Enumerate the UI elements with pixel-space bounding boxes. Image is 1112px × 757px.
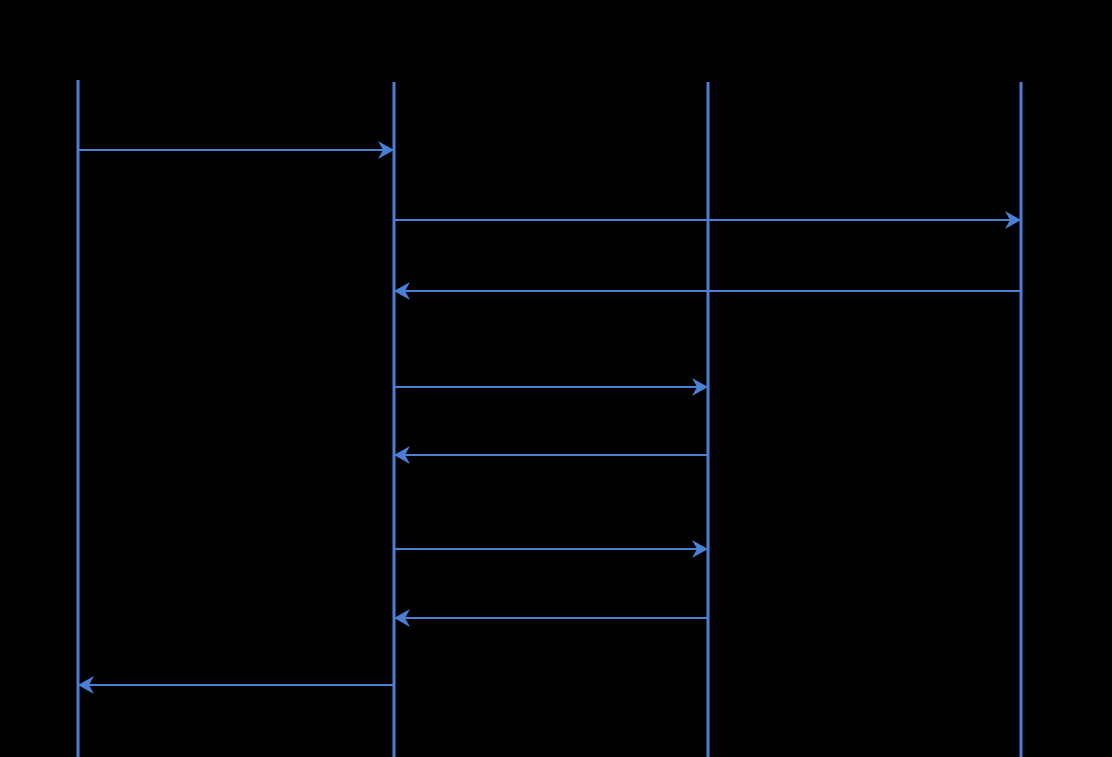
message-1-arrowhead [378,141,394,159]
message-8-arrowhead [78,676,94,694]
message-5[interactable] [394,446,708,464]
message-3[interactable] [394,282,1021,300]
message-6-arrowhead [692,540,708,558]
message-1[interactable] [78,141,394,159]
message-8[interactable] [78,676,394,694]
message-2-arrowhead [1005,211,1021,229]
message-3-arrowhead [394,282,410,300]
message-7[interactable] [394,609,708,627]
message-5-arrowhead [394,446,410,464]
message-6[interactable] [394,540,708,558]
message-4[interactable] [394,378,708,396]
message-7-arrowhead [394,609,410,627]
lifelines-group [76,80,1023,757]
message-2[interactable] [394,211,1021,229]
messages-group [78,141,1021,694]
message-4-arrowhead [692,378,708,396]
